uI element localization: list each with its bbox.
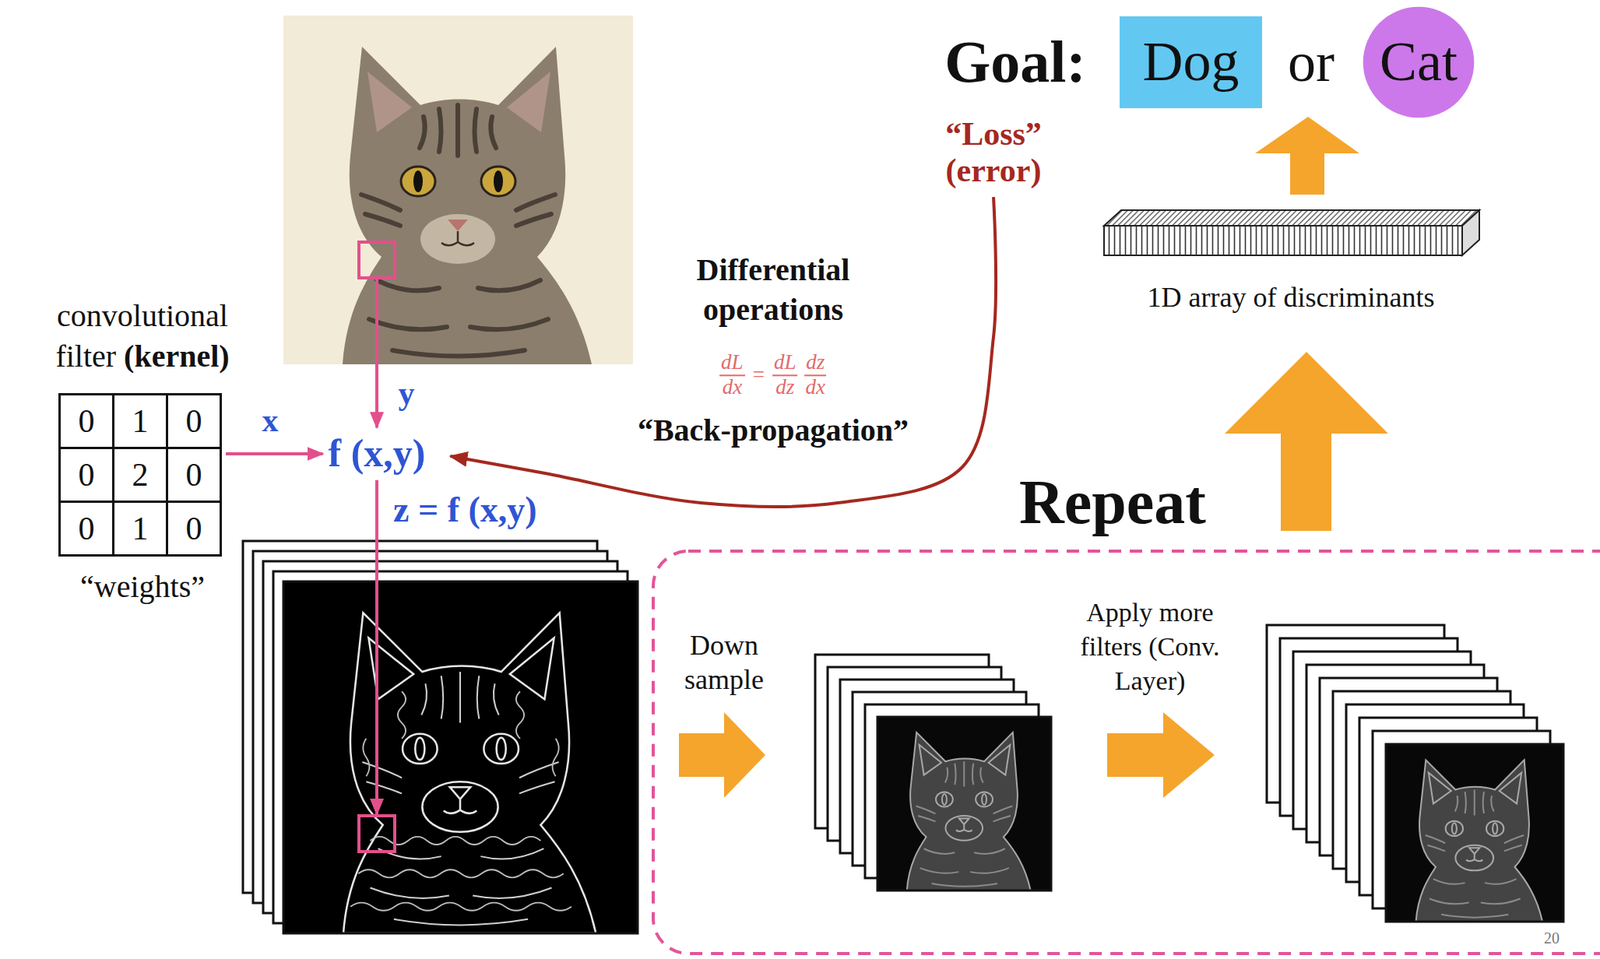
label-holder: Apply more filters (Conv. Layer) <box>1066 595 1235 700</box>
downsampled-feature-map <box>877 717 1052 891</box>
kernel-heading: convolutional filter(kernel) <box>37 295 248 377</box>
array-label: 1D array of discriminants <box>1147 281 1435 314</box>
feature-map-border <box>1385 744 1564 922</box>
formula-symbol: dL <box>719 351 746 377</box>
input-label: x <box>262 401 279 440</box>
label-holder: 20 <box>1543 929 1560 948</box>
kernel-weight: 0 <box>60 502 113 555</box>
kernel-weight: 2 <box>114 449 166 501</box>
label-holder: “Back-propagation” <box>637 412 909 449</box>
repeat-label: Repeat <box>1019 466 1207 539</box>
receptive-field-square <box>358 242 395 278</box>
array-top-face <box>1104 210 1480 226</box>
formula-term: = <box>751 363 767 387</box>
repeat-region <box>653 551 1600 954</box>
connector-word: or <box>1287 30 1335 95</box>
kernel-weight: 0 <box>60 395 113 447</box>
class-circle: Cat <box>1362 6 1475 119</box>
label-holder: “weights” <box>80 569 205 605</box>
label-holder: y <box>398 374 415 412</box>
label-holder: Goal: <box>944 28 1087 96</box>
formula-symbol: = <box>751 363 767 387</box>
input-label: y <box>398 374 415 412</box>
label-holder: Differential operations <box>696 249 851 330</box>
label-holder: Down sample <box>684 629 764 698</box>
class-name: Dog <box>1142 31 1240 93</box>
flow-arrow <box>1224 351 1389 531</box>
cat-photo <box>283 15 633 365</box>
kernel-matrix: 010020010 <box>58 393 222 557</box>
formula-symbol: dx <box>803 376 827 400</box>
backprop-arrow <box>450 196 996 507</box>
label-holder: x <box>262 401 279 440</box>
flow-arrows <box>225 196 996 815</box>
label-holder: z = f (x,y) <box>393 489 538 531</box>
weights-label: “weights” <box>80 569 205 605</box>
output-label: z = f (x,y) <box>393 489 538 531</box>
label-holder: “Loss” (error) <box>945 116 1042 190</box>
output-pixel-square <box>358 815 395 852</box>
flow-arrow <box>1107 712 1215 799</box>
data-flow-arrow <box>375 480 379 815</box>
formula-term: dLdz <box>772 351 799 399</box>
data-flow-arrow <box>225 452 324 456</box>
label-holder: f (x,y) <box>328 431 426 477</box>
step-label: Apply more filters (Conv. Layer) <box>1066 595 1235 700</box>
array-side-face <box>1462 210 1480 256</box>
chain-rule-formula: dLdx=dLdzdzdx <box>719 351 827 399</box>
kernel-weight: 0 <box>168 449 220 501</box>
label-holder: or <box>1287 30 1335 95</box>
label-holder: 1D array of discriminants <box>1147 281 1435 314</box>
kernel-caption: (kernel) <box>123 336 230 377</box>
feature-map-border <box>877 717 1052 891</box>
kernel-weight: 1 <box>114 395 166 447</box>
formula-term: dzdx <box>803 351 827 399</box>
formula-term: dLdx <box>719 351 746 399</box>
loss-label: “Loss” (error) <box>945 116 1042 190</box>
circle-shape <box>1363 7 1475 119</box>
label-holder: Repeat <box>1019 466 1207 539</box>
array-front-face <box>1104 225 1463 256</box>
formula-symbol: dx <box>720 376 744 400</box>
goal-heading: Goal: <box>944 28 1087 96</box>
function-label: f (x,y) <box>328 431 426 477</box>
flow-arrow <box>1255 116 1360 195</box>
conv-feature-map <box>1385 744 1564 922</box>
formula-symbol: dz <box>773 376 796 400</box>
kernel-weight: 1 <box>114 502 166 555</box>
kernel-weight: 0 <box>60 449 113 501</box>
kernel-weight: 0 <box>168 395 220 447</box>
formula-symbol: dz <box>804 351 827 377</box>
kernel-weight: 0 <box>168 502 220 555</box>
step-label: Down sample <box>684 629 764 698</box>
class-name: Cat <box>1379 31 1458 93</box>
class-box: Dog <box>1119 16 1263 109</box>
section-heading: Differential operations <box>696 249 851 330</box>
edge-feature-map <box>283 581 638 934</box>
method-label: “Back-propagation” <box>637 412 909 449</box>
page-number: 20 <box>1543 929 1560 948</box>
feature-map-border <box>283 581 638 934</box>
flow-arrow <box>678 712 766 799</box>
data-flow-arrow <box>375 279 379 428</box>
formula-symbol: dL <box>772 351 799 377</box>
